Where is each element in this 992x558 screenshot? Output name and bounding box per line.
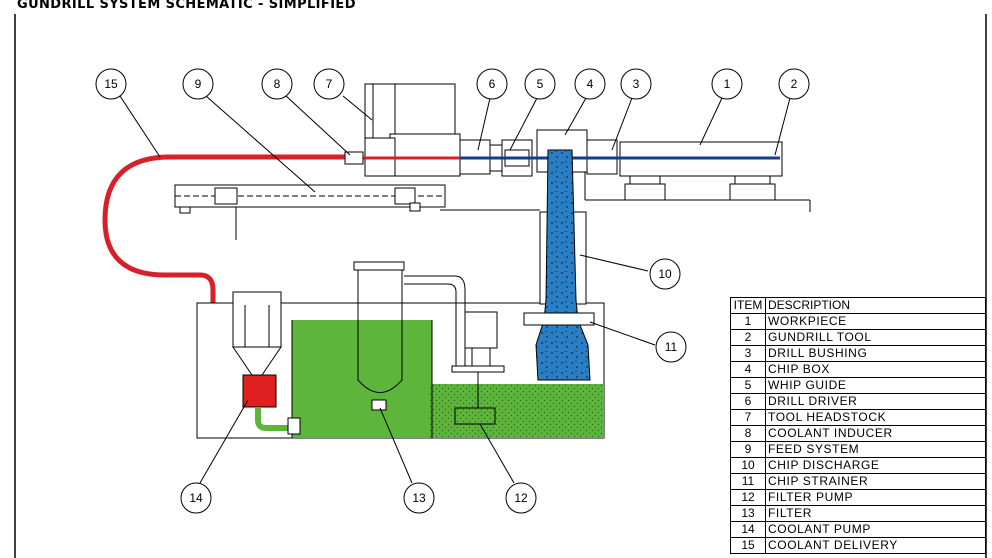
legend-item-description: DRILL DRIVER xyxy=(765,393,986,410)
legend-item-description: FILTER PUMP xyxy=(765,489,986,506)
legend-item-description: FEED SYSTEM xyxy=(765,441,986,458)
legend-item-number: 15 xyxy=(730,537,766,554)
legend-item-number: 6 xyxy=(730,393,766,410)
legend-item-number: 3 xyxy=(730,345,766,362)
legend-item-description: CHIP BOX xyxy=(765,361,986,378)
callout-9: 9 xyxy=(182,68,214,100)
svg-text:1: 1 xyxy=(724,77,731,91)
callout-2: 2 xyxy=(778,68,810,100)
legend-item-description: WHIP GUIDE xyxy=(765,377,986,394)
svg-text:4: 4 xyxy=(587,77,594,91)
legend-item-number: 10 xyxy=(730,457,766,474)
legend-item-number: 11 xyxy=(730,473,766,490)
callout-4: 4 xyxy=(574,68,606,100)
callout-13: 13 xyxy=(403,482,435,514)
legend-item-description: COOLANT PUMP xyxy=(765,521,986,538)
callout-6: 6 xyxy=(476,68,508,100)
legend-item-number: 14 xyxy=(730,521,766,538)
callout-14: 14 xyxy=(180,482,212,514)
svg-text:15: 15 xyxy=(104,77,118,91)
coolant-pump xyxy=(232,291,301,435)
svg-text:9: 9 xyxy=(195,77,202,91)
coolant-clean xyxy=(292,320,432,438)
legend-item-description: CHIP STRAINER xyxy=(765,473,986,490)
workpiece xyxy=(619,141,783,201)
filter xyxy=(353,261,466,411)
callout-7: 7 xyxy=(313,68,345,100)
svg-text:10: 10 xyxy=(658,267,672,281)
legend-item-description: FILTER xyxy=(765,505,986,522)
diagram-title: GUNDRILL SYSTEM SCHEMATIC - SIMPLIFIED xyxy=(17,0,356,12)
leader-lines xyxy=(119,94,791,484)
callout-15: 15 xyxy=(95,68,127,100)
legend-item-description: DRILL BUSHING xyxy=(765,345,986,362)
svg-text:8: 8 xyxy=(274,77,281,91)
legend-header: ITEM DESCRIPTION xyxy=(730,297,986,314)
legend-item-number: 12 xyxy=(730,489,766,506)
svg-text:2: 2 xyxy=(791,77,798,91)
legend-item-number: 8 xyxy=(730,425,766,442)
callout-12: 12 xyxy=(505,482,537,514)
legend-item-description: CHIP DISCHARGE xyxy=(765,457,986,474)
svg-text:12: 12 xyxy=(514,491,528,505)
callout-8: 8 xyxy=(261,68,293,100)
tool-headstock xyxy=(364,83,491,177)
legend-item-number: 9 xyxy=(730,441,766,458)
svg-text:5: 5 xyxy=(537,77,544,91)
callout-10: 10 xyxy=(649,258,681,290)
legend-item-number: 4 xyxy=(730,361,766,378)
chip-discharge xyxy=(523,149,595,381)
callouts: 15 9 8 7 6 5 4 3 1 2 10 11 14 13 12 xyxy=(95,68,810,514)
legend-item-description: GUNDRILL TOOL xyxy=(765,329,986,346)
callout-1: 1 xyxy=(711,68,743,100)
svg-text:11: 11 xyxy=(665,340,678,354)
legend-header-description: DESCRIPTION xyxy=(765,297,986,314)
legend-item-number: 2 xyxy=(730,329,766,346)
coolant-dirty xyxy=(428,384,604,438)
legend-header-item: ITEM xyxy=(730,297,766,314)
legend-item-description: COOLANT DELIVERY xyxy=(765,537,986,554)
callout-3: 3 xyxy=(620,68,652,100)
callout-11: 11 xyxy=(655,331,687,363)
filter-pump xyxy=(451,311,505,425)
legend-item-number: 1 xyxy=(730,313,766,330)
legend-item-description: WORKPIECE xyxy=(765,313,986,330)
coolant-delivery-hose xyxy=(102,154,345,391)
coolant-inducer xyxy=(344,151,364,165)
legend-item-number: 5 xyxy=(730,377,766,394)
svg-text:3: 3 xyxy=(633,77,640,91)
svg-text:14: 14 xyxy=(189,491,203,505)
legend-item-description: TOOL HEADSTOCK xyxy=(765,409,986,426)
svg-text:13: 13 xyxy=(412,491,426,505)
feed-system xyxy=(174,184,446,214)
legend-item-number: 13 xyxy=(730,505,766,522)
svg-text:6: 6 xyxy=(489,77,496,91)
legend-item-description: COOLANT INDUCER xyxy=(765,425,986,442)
callout-5: 5 xyxy=(524,68,556,100)
svg-text:7: 7 xyxy=(326,77,333,91)
legend-item-number: 7 xyxy=(730,409,766,426)
